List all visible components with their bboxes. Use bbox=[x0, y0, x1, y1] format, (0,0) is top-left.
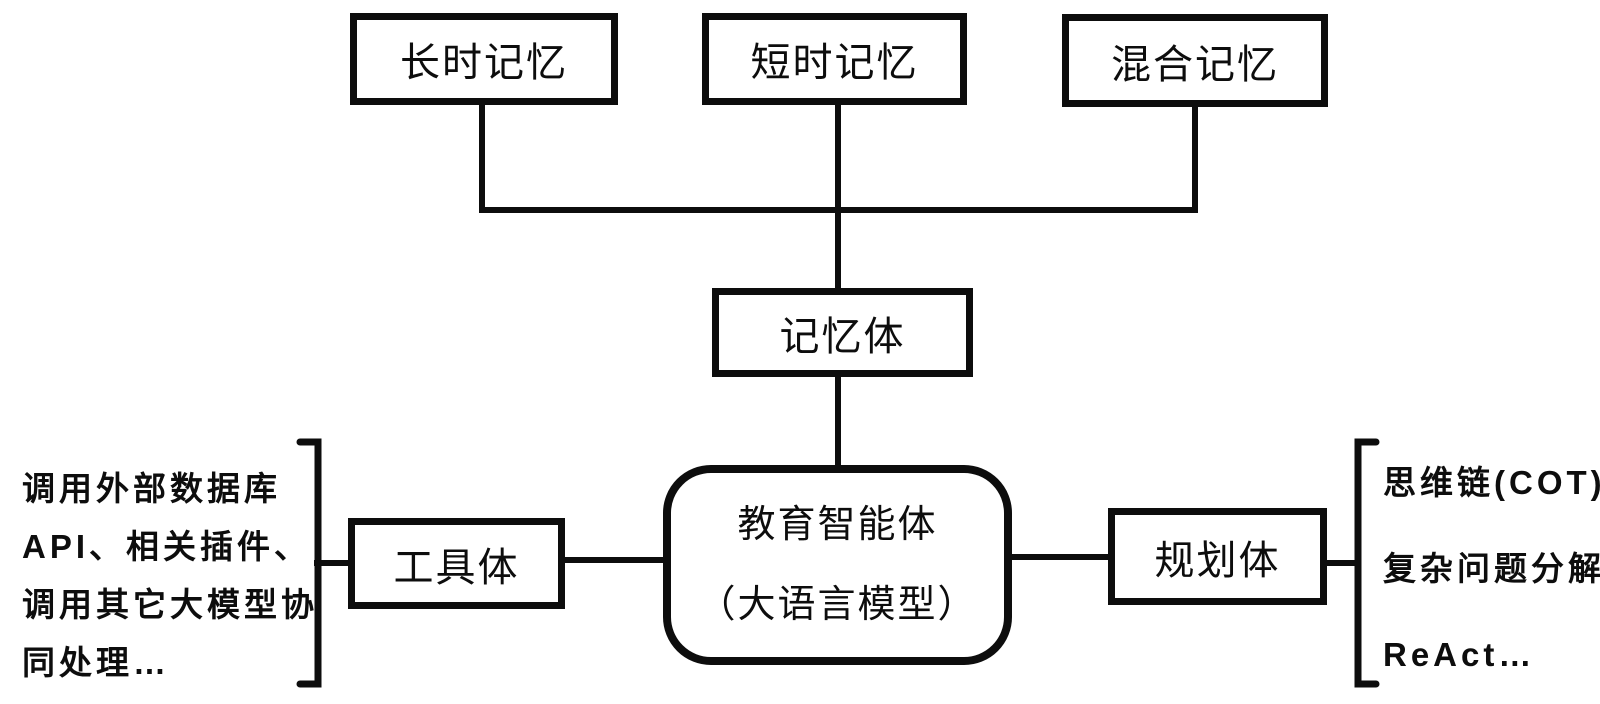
node-short-term-memory: 短时记忆 bbox=[702, 13, 967, 105]
edge-hybrid-drop bbox=[1192, 106, 1198, 211]
node-tool-module: 工具体 bbox=[348, 518, 565, 609]
bracket-path bbox=[296, 438, 322, 688]
edge-memory-to-agent bbox=[835, 376, 841, 469]
node-long-term-memory: 长时记忆 bbox=[350, 13, 618, 105]
edge-planning-to-bracket bbox=[1323, 560, 1361, 566]
edge-memory-bus bbox=[479, 207, 1198, 213]
node-planning-module: 规划体 bbox=[1108, 508, 1327, 605]
planning-note-line: 思维链(COT) bbox=[1383, 464, 1600, 501]
tool-note-line: 调用外部数据库 bbox=[22, 470, 281, 507]
node-agent: 教育智能体 （大语言模型） bbox=[663, 465, 1012, 665]
node-memory-module: 记忆体 bbox=[712, 288, 973, 377]
tool-note-line: 同处理… bbox=[22, 644, 170, 681]
planning-note-bracket-icon bbox=[1354, 438, 1380, 688]
edge-bracket-to-tool bbox=[314, 560, 352, 566]
node-hybrid-memory: 混合记忆 bbox=[1062, 14, 1328, 107]
bracket-path bbox=[1354, 438, 1380, 688]
agent-title: 教育智能体 bbox=[737, 504, 938, 546]
edge-tool-to-agent bbox=[563, 557, 667, 563]
planning-note-line: ReAct… bbox=[1383, 636, 1536, 673]
edge-agent-to-planning bbox=[1008, 554, 1112, 560]
tool-note: 调用外部数据库 API、相关插件、 调用其它大模型协 同处理… bbox=[22, 460, 318, 692]
planning-note-line: 复杂问题分解 bbox=[1383, 550, 1600, 587]
edge-long-term-drop bbox=[479, 104, 485, 211]
planning-note: 思维链(COT) 复杂问题分解 ReAct… bbox=[1383, 440, 1600, 698]
tool-note-bracket-icon bbox=[296, 438, 322, 688]
tool-note-line: 调用其它大模型协 bbox=[22, 586, 318, 623]
edge-short-term-drop bbox=[835, 104, 841, 290]
agent-subtitle: （大语言模型） bbox=[697, 584, 978, 626]
tool-note-line: API、相关插件、 bbox=[22, 528, 312, 565]
